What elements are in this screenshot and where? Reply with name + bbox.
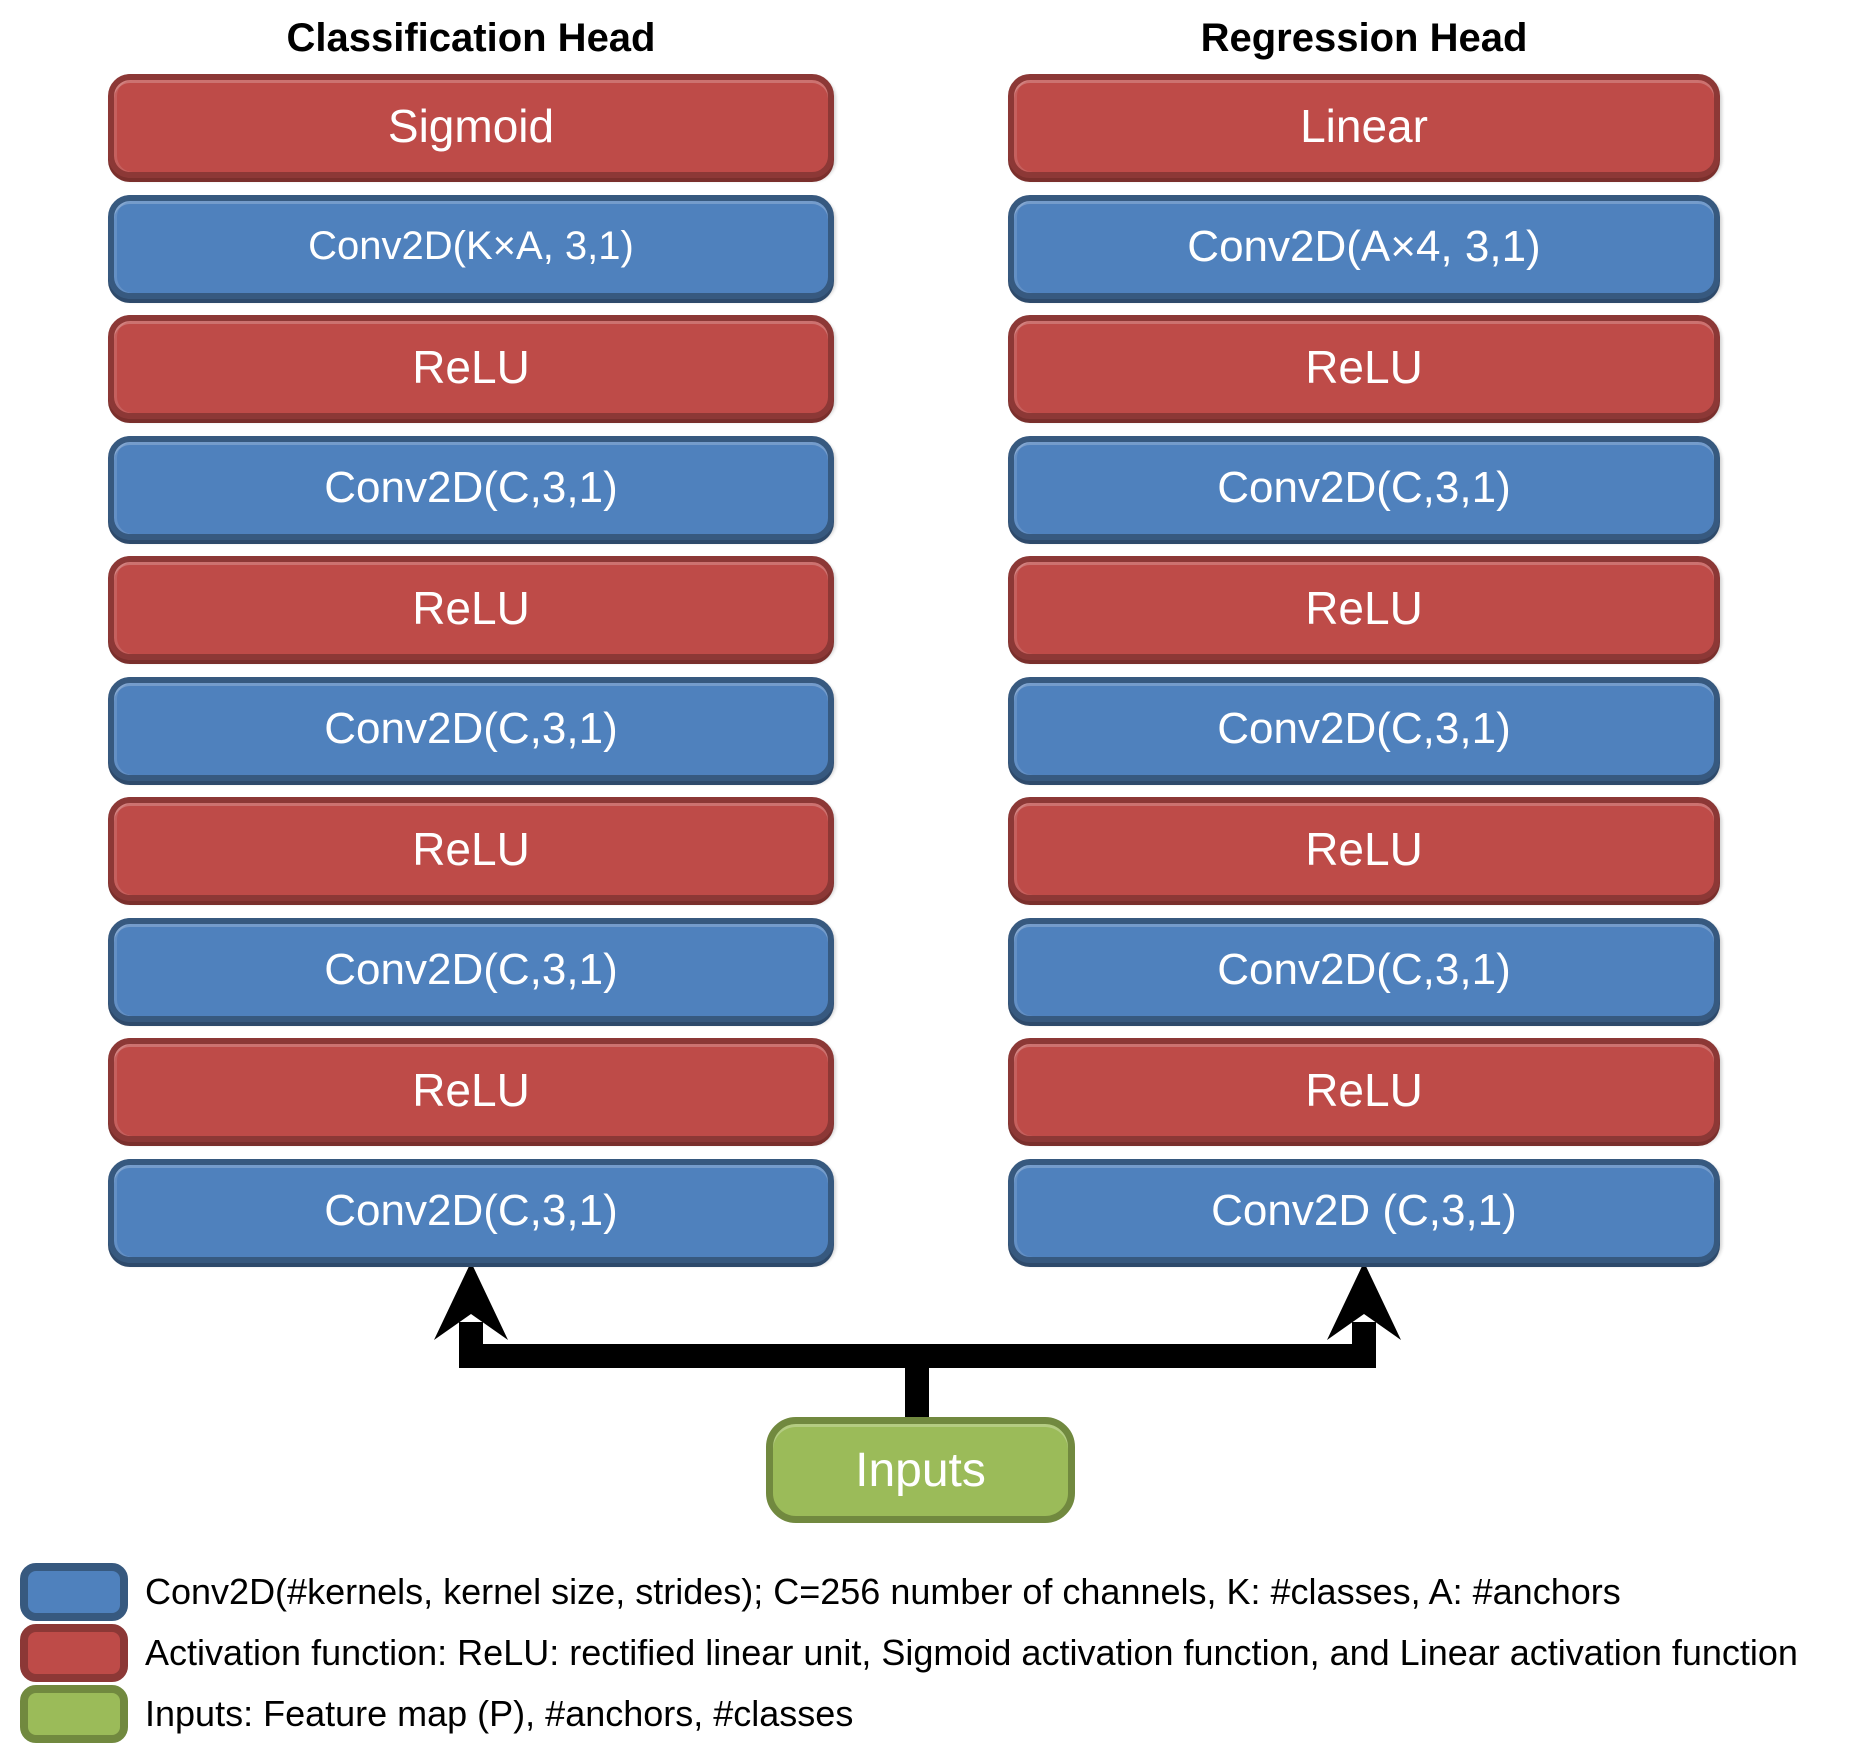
inputs-node: Inputs	[766, 1417, 1075, 1523]
legend-label-conv: Conv2D(#kernels, kernel size, strides); …	[145, 1571, 1621, 1612]
cls-layer-relu-2: ReLU	[108, 556, 834, 660]
connector-t-bar	[459, 1322, 1376, 1368]
legend-row-activation: Activation function: ReLU: rectified lin…	[0, 1624, 1853, 1682]
cls-layer-relu-4: ReLU	[108, 1038, 834, 1142]
reg-layer-relu-2: ReLU	[1008, 556, 1720, 660]
cls-layer-conv-3: Conv2D(C,3,1)	[108, 917, 834, 1022]
activation-swatch	[20, 1624, 128, 1682]
cls-layer-sigmoid: Sigmoid	[108, 74, 834, 178]
reg-layer-conv-4: Conv2D (C,3,1)	[1008, 1158, 1720, 1263]
reg-layer-conv-3: Conv2D(C,3,1)	[1008, 917, 1720, 1022]
legend-row-conv: Conv2D(#kernels, kernel size, strides); …	[0, 1563, 1853, 1621]
reg-layer-conv-2: Conv2D(C,3,1)	[1008, 676, 1720, 781]
regression-head-title: Regression Head	[1200, 16, 1528, 60]
legend-row-inputs: Inputs: Feature map (P), #anchors, #clas…	[0, 1685, 1853, 1743]
reg-layer-conv-ax4: Conv2D(A×4, 3,1)	[1008, 194, 1720, 299]
reg-layer-relu-3: ReLU	[1008, 797, 1720, 901]
regression-head-column: Linear Conv2D(A×4, 3,1) ReLU Conv2D(C,3,…	[1008, 74, 1720, 1279]
reg-layer-relu-1: ReLU	[1008, 315, 1720, 419]
inputs-swatch	[20, 1685, 128, 1743]
reg-layer-relu-4: ReLU	[1008, 1038, 1720, 1142]
classification-head-title: Classification Head	[286, 16, 656, 60]
cls-layer-conv-1: Conv2D(C,3,1)	[108, 435, 834, 540]
cls-layer-relu-1: ReLU	[108, 315, 834, 419]
reg-layer-conv-1: Conv2D(C,3,1)	[1008, 435, 1720, 540]
cls-layer-conv-kxa: Conv2D(K×A, 3,1)	[108, 194, 834, 299]
classification-head-column: Sigmoid Conv2D(K×A, 3,1) ReLU Conv2D(C,3…	[108, 74, 834, 1279]
cls-layer-conv-2: Conv2D(C,3,1)	[108, 676, 834, 781]
conv-layer-swatch	[20, 1563, 128, 1621]
cls-layer-relu-3: ReLU	[108, 797, 834, 901]
reg-layer-linear: Linear	[1008, 74, 1720, 178]
legend-label-inputs: Inputs: Feature map (P), #anchors, #clas…	[145, 1693, 854, 1734]
legend-label-activation: Activation function: ReLU: rectified lin…	[145, 1632, 1798, 1673]
cls-layer-conv-4: Conv2D(C,3,1)	[108, 1158, 834, 1263]
